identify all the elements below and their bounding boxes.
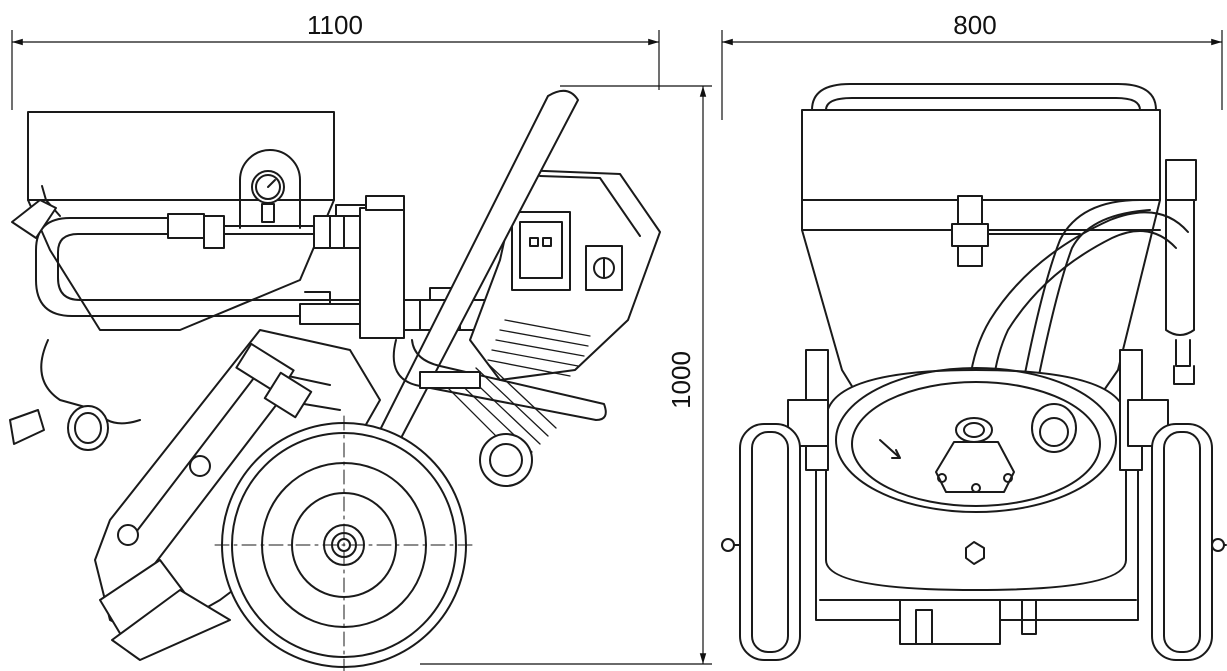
front-frame [787, 349, 1169, 645]
front-wheel-right [1151, 423, 1227, 661]
side-elbow-pipe [392, 339, 607, 421]
front-right-valve [1165, 159, 1197, 385]
dimension-label-side-width: 1100 [307, 10, 363, 40]
front-handle [811, 83, 1157, 111]
dimension-label-front-width: 800 [953, 10, 996, 40]
front-view [721, 83, 1227, 661]
flow-arrow-icon [879, 439, 901, 459]
dimension-front-width [721, 30, 1223, 120]
pressure-gauge-icon [239, 149, 301, 229]
front-center-nut [965, 541, 985, 565]
dimension-height [420, 85, 712, 665]
dimension-side-width [11, 30, 660, 110]
side-wheel [214, 415, 476, 671]
side-handwheel-icon [479, 433, 533, 487]
side-view [9, 89, 661, 671]
front-outlet [935, 403, 1077, 493]
side-motor [439, 169, 661, 461]
front-bracket [951, 195, 1081, 267]
dimension-label-height: 1000 [666, 351, 696, 409]
front-wheel-left [721, 423, 801, 661]
side-nozzle [9, 339, 141, 451]
